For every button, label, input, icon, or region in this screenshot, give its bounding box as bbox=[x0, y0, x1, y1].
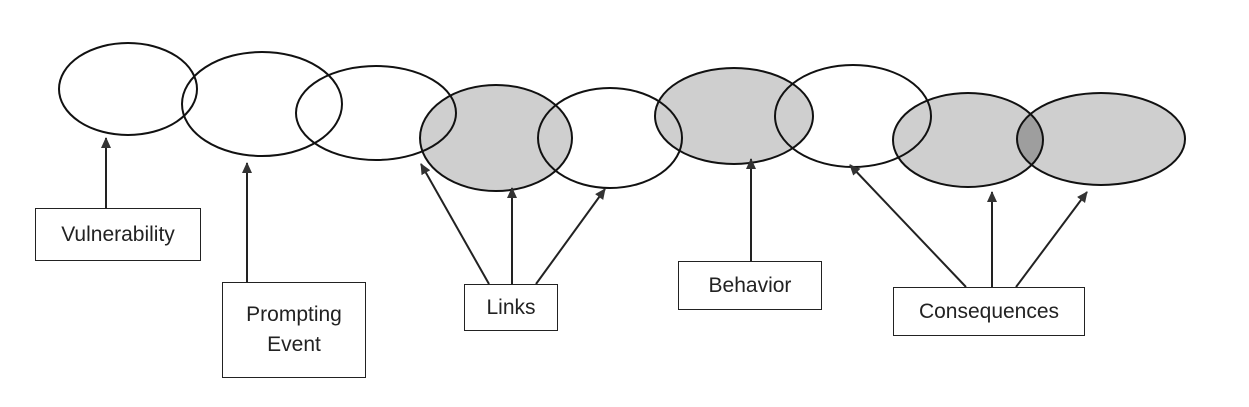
chain-link-4-fill bbox=[420, 85, 572, 191]
consequences-arrow-right bbox=[1015, 191, 1088, 288]
chain-link-3-ellipse bbox=[295, 65, 457, 161]
behavior-label: Behavior bbox=[708, 273, 792, 297]
behavior-label-box: Behavior bbox=[678, 261, 822, 310]
vulnerability-label-box: Vulnerability bbox=[35, 208, 201, 261]
consequence-ellipse-2 bbox=[1016, 92, 1186, 186]
chain-outlines bbox=[58, 42, 1186, 192]
vulnerability-ellipse bbox=[58, 42, 198, 136]
prompting-event-label-box: Prompting Event bbox=[222, 282, 366, 378]
links-arrow-right bbox=[535, 188, 606, 285]
behavior-ellipse-fill bbox=[655, 68, 813, 164]
links-arrow-left bbox=[420, 163, 490, 285]
links-label-box: Links bbox=[464, 284, 558, 331]
consequence-ellipse-2-fill bbox=[1017, 93, 1185, 185]
consequences-label: Consequences bbox=[918, 299, 1060, 323]
behavior-ellipse bbox=[654, 67, 814, 165]
chain-fills bbox=[420, 68, 1185, 191]
consequence-ellipse-1 bbox=[892, 92, 1044, 188]
arrows bbox=[101, 137, 1088, 288]
prompting-event-label-line1: Prompting bbox=[246, 303, 342, 326]
links-label: Links bbox=[486, 295, 536, 319]
vulnerability-label: Vulnerability bbox=[61, 222, 175, 246]
consequences-arrow-left bbox=[849, 164, 967, 288]
chain-link-5-ellipse bbox=[537, 87, 683, 189]
prompting-event-label-line2: Event bbox=[267, 333, 321, 356]
consequences-label-box: Consequences bbox=[893, 287, 1085, 336]
chain-link-4-ellipse bbox=[419, 84, 573, 192]
prompting-event-ellipse bbox=[181, 51, 343, 157]
